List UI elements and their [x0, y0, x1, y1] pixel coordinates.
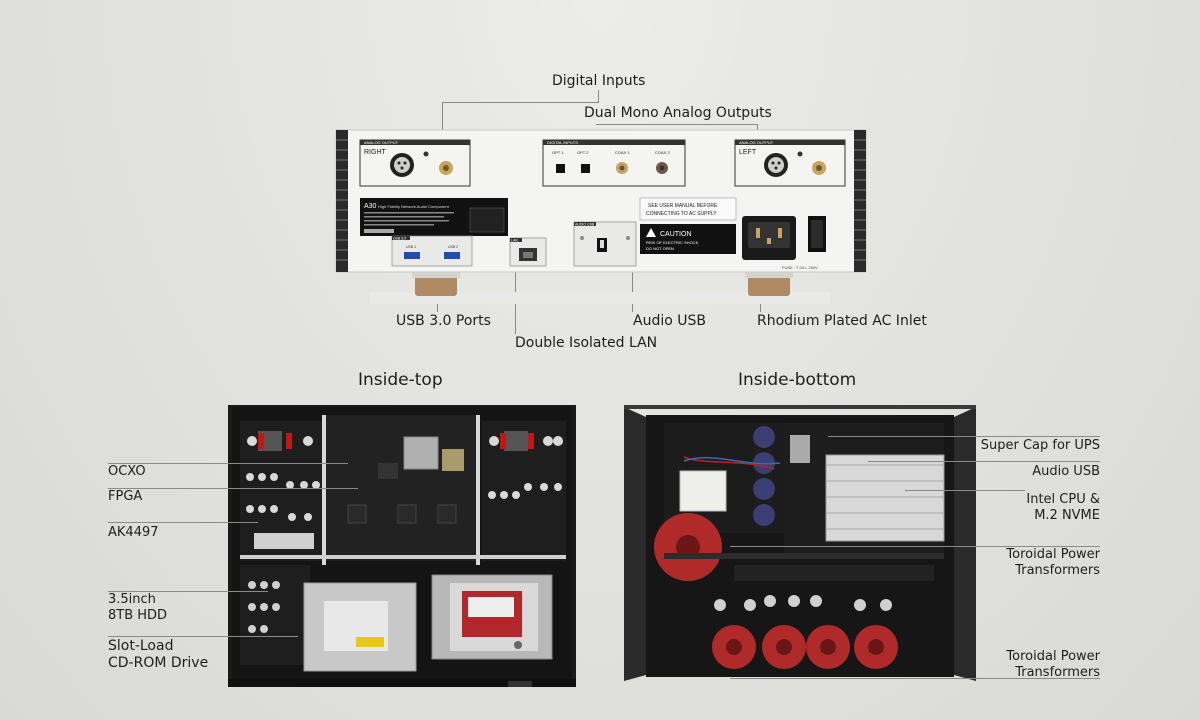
audio-usb-header-text: AUDIO USB	[575, 223, 595, 227]
cdrom-leader	[108, 636, 298, 637]
digital-inputs-leader-h	[442, 102, 599, 103]
manual-line2-text: CONNECTING TO AC SUPPLY	[646, 211, 717, 217]
caution-label: CAUTION RISK OF ELECTRIC SHOCK DO NOT OP…	[640, 224, 736, 254]
dual-mono-leader-h	[596, 124, 758, 125]
digital-inputs-block: DIGITAL INPUTS OPT 1 OPT 2 COAX 1 COAX 2	[542, 139, 686, 187]
usb1-text: USB 1	[406, 245, 416, 249]
coax1-text: COAX 1	[615, 150, 630, 155]
hdd-label: 3.5inch 8TB HDD	[108, 592, 168, 623]
left-header-text: ANALOG OUTPUT	[739, 140, 774, 145]
opt2-text: OPT 2	[577, 150, 589, 155]
digital-inputs-leader-stem	[598, 90, 599, 102]
left-text: LEFT	[739, 149, 757, 156]
coax2-text: COAX 2	[655, 150, 670, 155]
lan-header-text: LAN	[511, 239, 518, 243]
supercap-leader	[828, 436, 1100, 437]
heatsink-right	[854, 130, 866, 272]
digital-inputs-leader-v	[442, 102, 443, 138]
model-sub-text: High Fidelity Network Audio Component	[378, 204, 450, 209]
rear-panel: ANALOG OUTPUT RIGHT DIGITAL INPUTS OPT 1…	[335, 129, 867, 304]
fpga-leader	[108, 488, 358, 489]
usb3-ports: USB 3.0 USB 1 USB 2	[391, 235, 473, 267]
ocxo-label: OCXO	[108, 464, 146, 479]
toroid1-leader	[730, 546, 1100, 547]
manual-line1-text: SEE USER MANUAL BEFORE	[648, 203, 718, 209]
audio-usb-label: Audio USB	[633, 313, 706, 329]
ak4497-leader	[108, 522, 258, 523]
hdd-leader	[108, 591, 268, 592]
right-text: RIGHT	[364, 149, 387, 156]
rear-foot-left	[412, 270, 460, 296]
rear-foot-right	[745, 270, 793, 296]
audio-usb-bottom-label: Audio USB	[1032, 464, 1100, 479]
heatsink-left	[336, 130, 348, 272]
cpu-leader	[905, 490, 1025, 491]
inside-top-image	[228, 405, 576, 687]
inside-bottom-title: Inside-bottom	[738, 370, 857, 390]
usb-header-text: USB 3.0	[393, 237, 406, 241]
audio-usb-port: AUDIO USB	[573, 221, 637, 267]
cpu-label: Intel CPU & M.2 NVME	[1026, 492, 1100, 523]
caution-line1-text: RISK OF ELECTRIC SHOCK	[646, 240, 699, 245]
toroid2-leader	[730, 678, 1100, 679]
cdrom-label: Slot-Load CD-ROM Drive	[108, 638, 209, 671]
opt1-text: OPT 1	[552, 150, 564, 155]
dual-mono-label: Dual Mono Analog Outputs	[584, 105, 772, 121]
model-text: A30	[364, 203, 377, 210]
manual-notice: SEE USER MANUAL BEFORE CONNECTING TO AC …	[639, 197, 737, 221]
digital-header-text: DIGITAL INPUTS	[547, 140, 578, 145]
lan-port: LAN	[509, 237, 547, 267]
toroid1-label: Toroidal Power Transformers	[1006, 547, 1100, 578]
supercap-label: Super Cap for UPS	[980, 438, 1100, 453]
analog-output-left: ANALOG OUTPUT LEFT	[734, 139, 846, 187]
fuse-text: FUSE : T 2A L 250V	[782, 265, 818, 270]
ak4497-label: AK4497	[108, 525, 159, 540]
inside-bottom-image	[624, 405, 976, 681]
caution-text: CAUTION	[660, 231, 692, 238]
usb2-text: USB 2	[448, 245, 458, 249]
fpga-label: FPGA	[108, 489, 143, 504]
audio-usb-leader-v	[632, 268, 633, 312]
right-header-text: ANALOG OUTPUT	[364, 140, 399, 145]
digital-inputs-label: Digital Inputs	[552, 73, 646, 89]
usb-ports-label: USB 3.0 Ports	[396, 313, 491, 329]
ac-inlet-label: Rhodium Plated AC Inlet	[757, 313, 927, 329]
toroid2-label: Toroidal Power Transformers	[1006, 649, 1100, 680]
analog-output-right: ANALOG OUTPUT RIGHT	[359, 139, 471, 187]
ocxo-leader	[108, 463, 348, 464]
caution-line2-text: DO NOT OPEN	[646, 246, 674, 251]
ac-inlet: FUSE : T 2A L 250V	[742, 216, 818, 270]
inside-top-title: Inside-top	[358, 370, 443, 390]
audio-usb-bottom-leader	[868, 461, 1100, 462]
lan-label: Double Isolated LAN	[515, 335, 658, 351]
power-switch	[808, 216, 826, 252]
model-label: A30 High Fidelity Network Audio Componen…	[360, 198, 508, 236]
